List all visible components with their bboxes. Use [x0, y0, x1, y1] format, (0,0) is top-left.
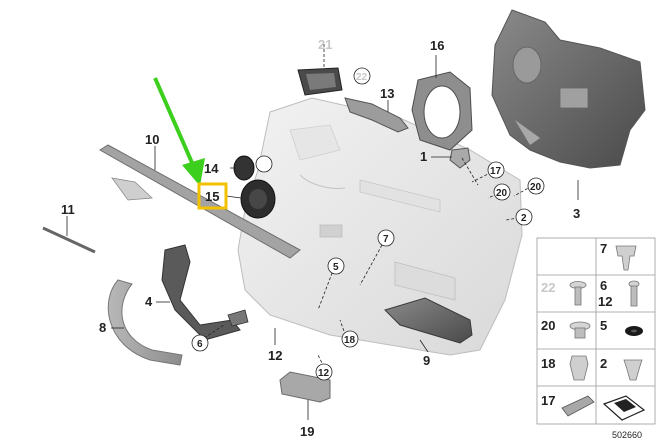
part-labels: 10 11 14 16 13 21 1 3 4 8 12 9 19 — [61, 37, 580, 439]
label-4: 4 — [145, 294, 153, 309]
part-8-pull-handle — [107, 279, 183, 366]
callout-2: 2 — [521, 213, 527, 224]
part-6-clip — [227, 309, 249, 327]
callout-6-circle — [191, 334, 209, 352]
callout-18: 18 — [344, 335, 356, 346]
part-9-armrest — [384, 297, 473, 344]
label-13: 13 — [380, 86, 394, 101]
callout-12b: 12 — [318, 368, 330, 379]
label-9: 9 — [423, 353, 430, 368]
part-13-mount-bracket — [344, 97, 409, 133]
label-16: 16 — [430, 38, 444, 53]
label-10: 10 — [145, 132, 159, 147]
callout-20a: 20 — [496, 188, 508, 199]
callout-17: 17 — [490, 166, 502, 177]
callout-6: 6 — [197, 339, 203, 350]
callout-22: 22 — [356, 72, 368, 83]
label-19: 19 — [300, 424, 314, 439]
legend-num-7: 7 — [600, 241, 607, 256]
legend-num-18: 18 — [541, 356, 555, 371]
legend-num-2: 2 — [600, 356, 607, 371]
callout-20a-circle — [493, 183, 511, 201]
document-number: 502660 — [612, 430, 642, 440]
callout-22-circle — [353, 67, 371, 85]
legend-icon-strip-17 — [561, 395, 595, 417]
callout-20b: 20 — [530, 182, 542, 193]
callout-14-circle — [255, 155, 273, 173]
part-19-switch-block — [279, 371, 331, 403]
legend-num-6: 6 — [600, 278, 607, 293]
callout-17-circle — [487, 161, 505, 179]
legend-icon-clip-2 — [623, 359, 643, 381]
legend-num-5: 5 — [600, 318, 607, 333]
part-4-bracket — [161, 244, 241, 341]
callout-7-circle — [377, 229, 395, 247]
green-arrow — [153, 77, 205, 186]
legend-num-17: 17 — [541, 393, 555, 408]
label-15: 15 — [205, 189, 219, 204]
callout-5: 5 — [333, 262, 339, 273]
door-panel — [237, 97, 523, 356]
label-15-highlight: 15 — [197, 182, 228, 210]
legend-num-20: 20 — [541, 318, 555, 333]
label-14: 14 — [204, 161, 219, 176]
label-3: 3 — [573, 206, 580, 221]
label-12a: 12 — [268, 348, 282, 363]
legend-icon-bolt-6 — [628, 280, 640, 307]
circled-callouts: 22 17 20 20 2 7 5 6 18 12 — [191, 67, 545, 381]
callout-18-circle — [341, 330, 359, 348]
legend-num-22: 22 — [541, 280, 555, 295]
callout-2-circle — [515, 208, 533, 226]
legend-icon-clip-7 — [615, 245, 637, 271]
fastener-legend: 7 22 6 12 20 5 18 2 17 — [536, 237, 656, 425]
callout-5-circle — [327, 257, 345, 275]
label-11: 11 — [61, 202, 75, 217]
highlight-box — [197, 182, 228, 210]
label-8: 8 — [99, 320, 106, 335]
part-11-rod — [42, 226, 96, 254]
label-1: 1 — [420, 149, 427, 164]
legend-icon-nut-20 — [569, 321, 591, 339]
callout-20b-circle — [527, 177, 545, 195]
callout-7: 7 — [383, 234, 389, 245]
legend-icon-clip-18 — [569, 355, 589, 381]
callout-12b-circle — [315, 363, 333, 381]
legend-icon-screw-22 — [569, 281, 587, 306]
legend-num-12: 12 — [598, 294, 612, 309]
label-21: 21 — [318, 37, 332, 52]
part-16-speaker-ring — [411, 71, 473, 151]
part-3-insulation-sheet — [491, 9, 646, 169]
part-14-tweeter — [233, 155, 255, 181]
